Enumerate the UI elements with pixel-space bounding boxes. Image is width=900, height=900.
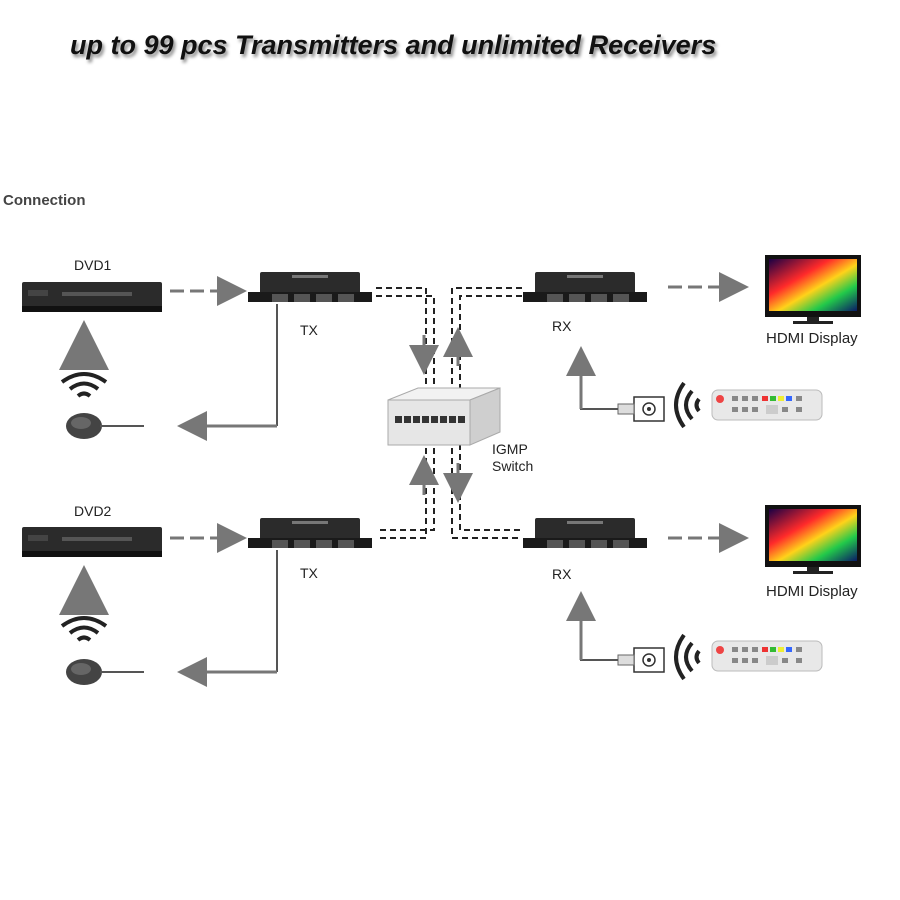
- ir-receiver-2: [65, 658, 145, 686]
- switch-label-line1: IGMP: [492, 441, 528, 457]
- rx2-device: [523, 518, 647, 548]
- display2-label: HDMI Display: [766, 583, 858, 600]
- ir-signal-icon-3: [60, 616, 108, 642]
- ir-emitter-2: [579, 647, 665, 673]
- hdmi-display-2: [765, 505, 861, 574]
- rx2-label: RX: [552, 566, 572, 582]
- ir-signal-icon-1: [60, 372, 108, 398]
- ir-receiver-1: [65, 412, 145, 440]
- dvd1-player: [22, 282, 162, 312]
- dvd2-player: [22, 527, 162, 557]
- dvd2-label: DVD2: [74, 503, 112, 519]
- hdmi-display-1: [765, 255, 861, 324]
- tx2-label: TX: [300, 565, 318, 581]
- rx1-label: RX: [552, 318, 572, 334]
- headline: up to 99 pcs Transmitters and unlimited …: [70, 30, 717, 60]
- remote-control-1: [711, 389, 823, 421]
- remote-control-2: [711, 640, 823, 672]
- switch-label-line2: Switch: [492, 458, 534, 474]
- section-title: Connection: [3, 192, 86, 209]
- ir-emitter-1: [579, 396, 665, 422]
- ir-signal-icon-4: [674, 633, 701, 681]
- tx1-label: TX: [300, 322, 318, 338]
- tx1-device: [248, 272, 372, 302]
- display1-label: HDMI Display: [766, 330, 858, 347]
- tx2-device: [248, 518, 372, 548]
- dvd1-label: DVD1: [74, 257, 112, 273]
- ir-signal-icon-2: [674, 381, 701, 429]
- igmp-switch: [387, 387, 501, 446]
- rx1-device: [523, 272, 647, 302]
